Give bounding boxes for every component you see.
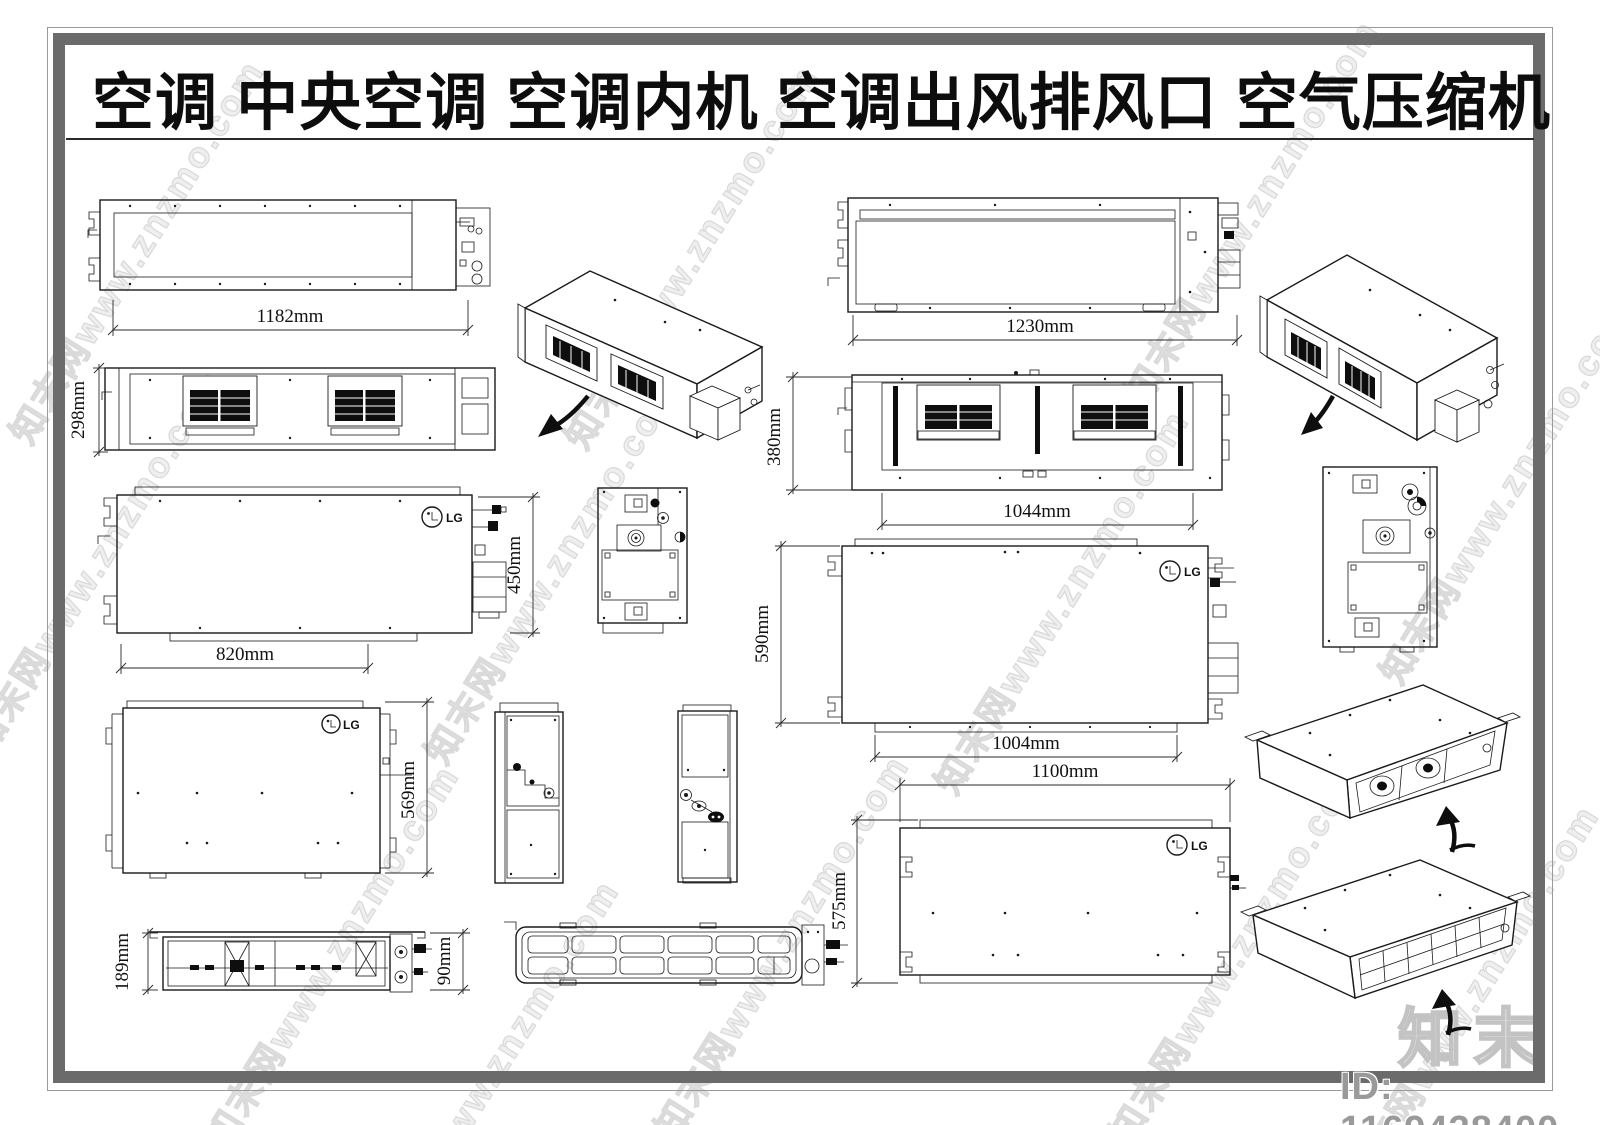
dim-590: 590mm <box>752 540 840 729</box>
arrow-up-icon <box>1432 989 1472 1036</box>
dim-label-450: 450mm <box>504 536 525 594</box>
view-top-plan-right: 1230mm <box>827 197 1243 346</box>
view-tall-right <box>677 704 738 884</box>
control-box <box>1433 389 1481 443</box>
grille-grid <box>527 935 791 975</box>
view-iso-right-bot <box>1239 859 1532 1036</box>
arrow-down-icon <box>538 394 590 437</box>
view-plan-right-bottom: LG 575mm <box>829 814 1246 989</box>
screw-dots <box>128 204 402 286</box>
fan-intake <box>1338 347 1382 409</box>
motor <box>616 524 662 552</box>
title-divider <box>66 138 1534 140</box>
dim-1182: 1182mm <box>107 300 474 336</box>
dim-label-1100: 1100mm <box>1032 761 1099 782</box>
bracket-tower <box>224 941 250 987</box>
dim-1100: 1100mm <box>894 761 1236 822</box>
view-plan-right: LG <box>752 538 1239 822</box>
fan-intake <box>1072 384 1157 441</box>
arrow-down-icon <box>1301 394 1335 435</box>
arrow-up-icon <box>1436 806 1476 853</box>
view-plan-left: LG 569mm <box>105 696 434 879</box>
dim-569: 569mm <box>385 696 434 879</box>
dim-820: 820mm <box>115 644 374 674</box>
dim-label-189: 189mm <box>112 933 133 991</box>
dim-label-1230: 1230mm <box>1006 316 1074 337</box>
dim-298: 298mm <box>68 362 108 458</box>
fan-scroll <box>1369 757 1441 797</box>
bracket-tower <box>355 941 377 977</box>
view-side-left: LG <box>97 486 540 674</box>
sheet-id: ID: 1169438400 <box>1340 1066 1558 1125</box>
fan-intake <box>327 375 403 436</box>
fan-intake <box>610 353 664 410</box>
view-front-right: 380mm 1044mm <box>764 369 1230 531</box>
view-iso-right-top <box>1259 254 1505 443</box>
view-grille-bottom <box>504 921 848 986</box>
lg-logo: LG <box>421 506 463 528</box>
motor <box>1362 519 1411 554</box>
dim-label-90: 90mm <box>434 937 455 986</box>
lg-logo: LG <box>1159 560 1201 582</box>
svg-text:LG: LG <box>1184 565 1201 579</box>
dim-1230: 1230mm <box>847 315 1243 346</box>
view-iso-center <box>517 270 764 441</box>
dim-label-569: 569mm <box>398 761 419 819</box>
grille-grid <box>1358 907 1507 991</box>
sheet-frame <box>53 33 1545 1083</box>
sheet-title: 空调 中央空调 空调内机 空调出风排风口 空气压缩机 <box>92 69 1551 138</box>
view-end-right <box>1322 466 1438 653</box>
fan-intake <box>1284 318 1328 379</box>
dim-label-590: 590mm <box>752 605 773 663</box>
site-logo: 知末 <box>1397 1002 1550 1077</box>
fan-scroll <box>1401 483 1427 516</box>
view-end-center <box>597 487 688 634</box>
dim-575: 575mm <box>829 814 918 989</box>
dim-1044: 1044mm <box>876 493 1199 531</box>
dim-label-1182: 1182mm <box>257 306 324 327</box>
dim-label-1004: 1004mm <box>992 733 1060 754</box>
dim-label-298: 298mm <box>68 381 89 439</box>
fan-intake <box>545 324 598 382</box>
svg-text:LG: LG <box>446 511 463 525</box>
fan-intake <box>916 384 1001 441</box>
dim-label-575: 575mm <box>829 872 850 930</box>
svg-text:LG: LG <box>1191 839 1208 853</box>
lg-logo: LG <box>321 714 360 734</box>
dim-450: 450mm <box>478 491 540 639</box>
sheet-outer-border <box>47 27 1553 1091</box>
lg-logo: LG <box>1166 834 1208 856</box>
dim-189: 189mm <box>112 927 158 996</box>
view-tall-left <box>494 702 564 884</box>
fan-intake <box>182 375 258 436</box>
view-section-left: 189mm 90mm <box>112 927 470 996</box>
view-iso-right-mid <box>1243 684 1522 853</box>
dim-90: 90mm <box>430 927 470 996</box>
dim-1004: 1004mm <box>869 733 1183 763</box>
dim-label-380: 380mm <box>764 408 785 466</box>
dim-label-820: 820mm <box>216 644 274 665</box>
view-front-left: 298mm <box>68 362 496 458</box>
svg-text:LG: LG <box>343 718 360 732</box>
dim-380: 380mm <box>764 371 852 496</box>
view-top-plan-left: 1182mm <box>87 199 491 336</box>
dim-label-1044: 1044mm <box>1003 501 1071 522</box>
control-box <box>688 385 742 441</box>
